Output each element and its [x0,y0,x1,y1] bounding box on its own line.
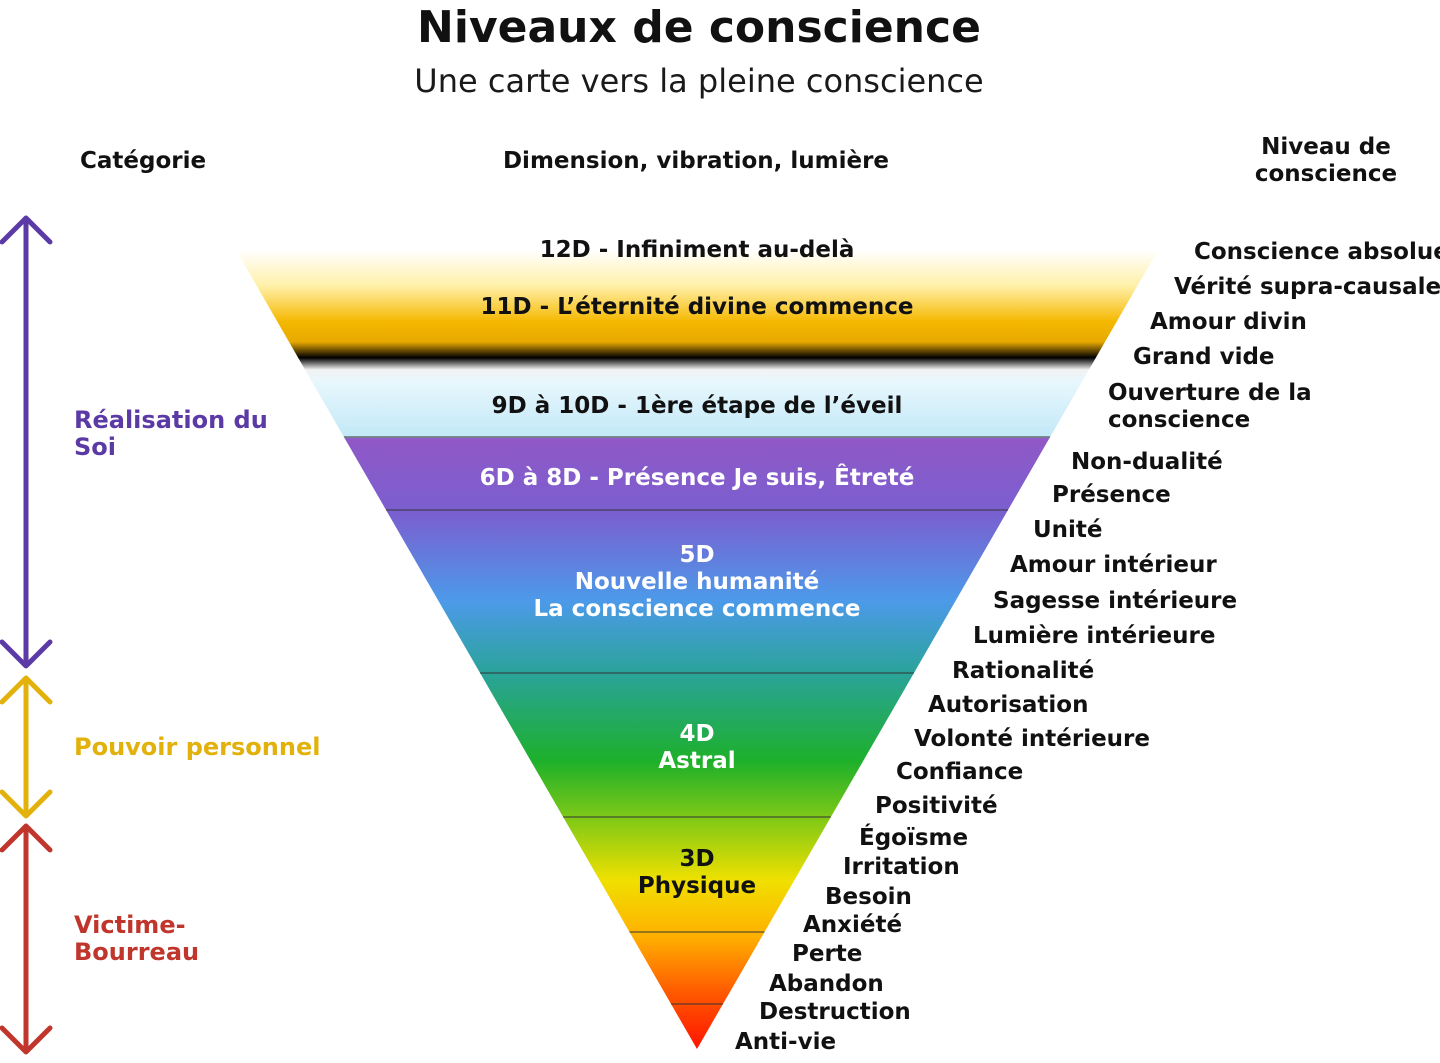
consciousness-level-label: Conscience absolue [1194,239,1440,265]
band-label: 3D Physique [637,846,757,899]
band-label: 11D - L’éternité divine commence [480,294,914,320]
consciousness-level-label: Amour divin [1150,309,1307,335]
column-header-dimension: Dimension, vibration, lumière [502,148,890,174]
band-label: 6D à 8D - Présence Je suis, Êtreté [479,465,915,491]
consciousness-level-label: Besoin [825,884,912,910]
band-label: 9D à 10D - 1ère étape de l’éveil [491,393,903,419]
page-title: Niveaux de conscience [417,2,981,53]
category-arrows [0,215,53,1055]
column-header-level: Niveau de conscience [1254,134,1398,187]
consciousness-level-label: Égoïsme [859,825,969,851]
double-arrow-icon [0,823,53,1055]
consciousness-level-label: Non-dualité [1071,449,1223,475]
band-label: 5D Nouvelle humanité La conscience comme… [533,542,861,622]
double-arrow-icon [0,675,53,819]
consciousness-level-label: Positivité [875,793,998,819]
band-label: 4D Astral [658,721,736,774]
band-dividers [343,436,1051,1005]
consciousness-level-label: Lumière intérieure [973,623,1216,649]
consciousness-level-label: Grand vide [1133,344,1275,370]
consciousness-level-label: Anti-vie [735,1029,837,1055]
consciousness-level-label: Irritation [843,854,960,880]
band-label: 12D - Infiniment au-delà [539,237,855,263]
consciousness-level-label: Sagesse intérieure [993,588,1238,614]
double-arrow-icon [0,215,53,669]
consciousness-level-label: Confiance [896,759,1024,785]
consciousness-level-label: Anxiété [803,912,903,938]
consciousness-level-label: Perte [792,941,863,967]
consciousness-level-label: Ouverture de la conscience [1108,380,1312,433]
consciousness-level-label: Amour intérieur [1010,552,1217,578]
consciousness-level-label: Abandon [769,971,884,997]
page-subtitle: Une carte vers la pleine conscience [414,62,984,100]
consciousness-level-label: Présence [1052,482,1171,508]
consciousness-level-label: Rationalité [952,658,1095,684]
dimension-triangle [236,250,1158,1049]
consciousness-level-label: Unité [1033,517,1103,543]
consciousness-level-label: Volonté intérieure [914,726,1150,752]
consciousness-level-label: Destruction [759,999,911,1025]
category-label: Réalisation du Soi [74,406,268,461]
consciousness-level-label: Vérité supra-causale [1174,274,1440,300]
column-header-category: Catégorie [80,148,207,174]
consciousness-level-label: Autorisation [928,692,1089,718]
category-label: Victime- Bourreau [74,911,200,966]
category-label: Pouvoir personnel [74,733,321,761]
